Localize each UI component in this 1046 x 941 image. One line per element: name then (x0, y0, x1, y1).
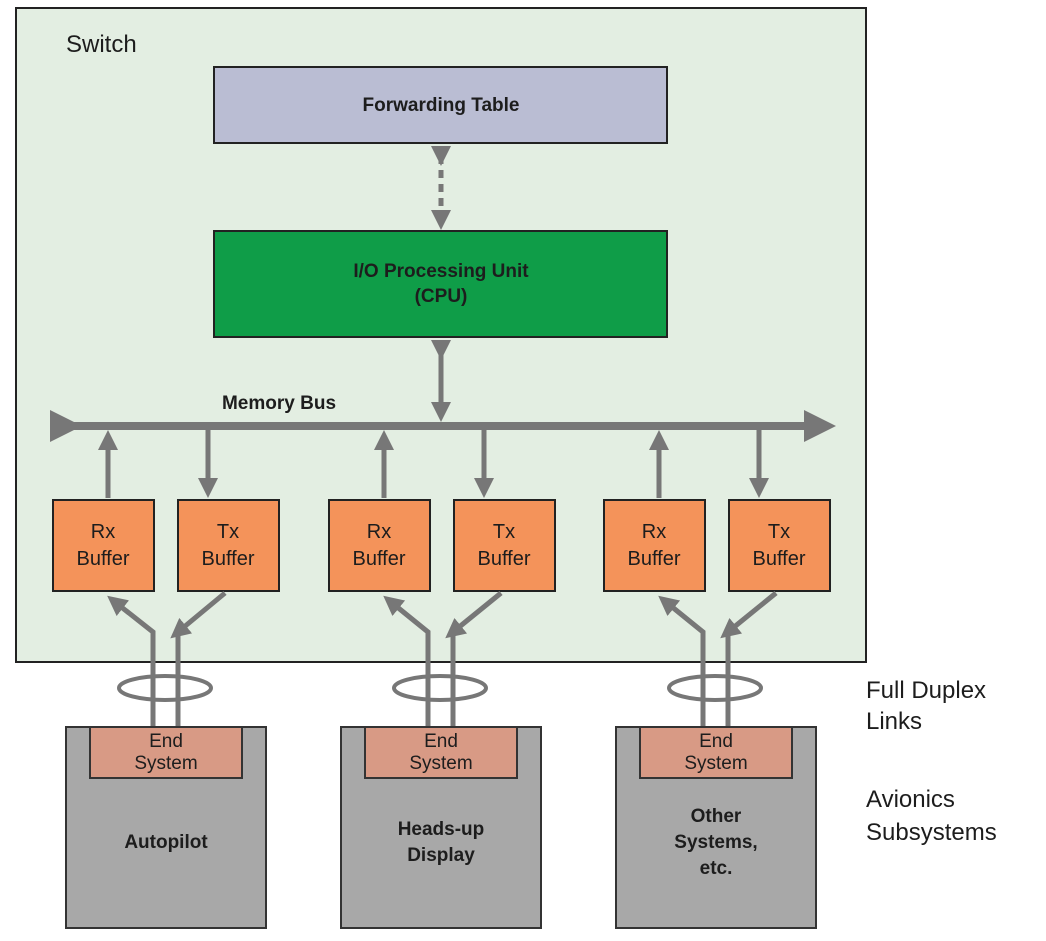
end-system-box (364, 726, 518, 779)
tx-buffer (728, 499, 831, 592)
avionics-label-line2: Subsystems (866, 819, 997, 846)
full-duplex-link-ring (392, 674, 488, 702)
subsystem-name: Autopilot (124, 832, 208, 853)
memory-bus-label: Memory Bus (222, 393, 336, 414)
cpu-label-line1: I/O Processing Unit (353, 261, 529, 282)
end-system-box (639, 726, 793, 779)
transmit-link-arrow (720, 591, 778, 639)
buffer-label-line2: Buffer (353, 548, 406, 570)
end-system-label: End (424, 731, 458, 752)
buffer-label-line2: Buffer (753, 548, 806, 570)
end-system-label: System (684, 753, 747, 774)
full-duplex-label-line2: Links (866, 708, 922, 735)
buffer-label-line1: Rx (642, 521, 666, 543)
subsystem-name: etc. (700, 858, 733, 879)
buffer-label-line1: Tx (493, 521, 515, 543)
buffer-label-line1: Tx (217, 521, 239, 543)
rx-buffer (52, 499, 155, 592)
buffer-label-line2: Buffer (628, 548, 681, 570)
forwarding-table-label: Forwarding Table (363, 95, 520, 116)
buffer-label-line2: Buffer (202, 548, 255, 570)
receive-link-arrow (658, 595, 706, 727)
end-system-label: System (134, 753, 197, 774)
subsystem-name: Systems, (674, 832, 757, 853)
end-system-label: End (149, 731, 183, 752)
transmit-link-arrow (445, 591, 503, 639)
receive-link-arrow (383, 595, 431, 727)
subsystem-name: Other (691, 806, 742, 827)
cpu-label-line2: (CPU) (415, 286, 468, 307)
forwarding-table-box (213, 66, 668, 144)
end-system-label: System (409, 753, 472, 774)
rx-buffer (603, 499, 706, 592)
full-duplex-link-ring (667, 674, 763, 702)
buffer-label-line1: Tx (768, 521, 790, 543)
rx-buffer (328, 499, 431, 592)
tx-buffer (177, 499, 280, 592)
buffer-label-line2: Buffer (77, 548, 130, 570)
subsystem-name: Display (407, 845, 475, 866)
buffer-label-line1: Rx (91, 521, 115, 543)
full-duplex-label-line1: Full Duplex (866, 677, 986, 704)
receive-link-arrow (107, 595, 156, 727)
switch-label: Switch (66, 31, 137, 58)
transmit-link-arrow (170, 591, 227, 639)
buffer-label-line2: Buffer (478, 548, 531, 570)
subsystem-name: Heads-up (398, 819, 485, 840)
tx-buffer (453, 499, 556, 592)
end-system-label: End (699, 731, 733, 752)
end-system-box (89, 726, 243, 779)
cpu-box (213, 230, 668, 338)
full-duplex-link-ring (117, 674, 213, 702)
avionics-label-line1: Avionics (866, 786, 955, 813)
buffer-label-line1: Rx (367, 521, 391, 543)
